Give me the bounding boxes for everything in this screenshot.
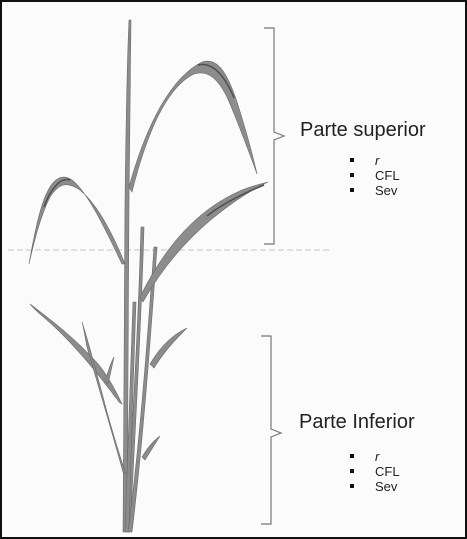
upper-section-list: r CFL Sev <box>375 153 400 198</box>
leaf-upper-right <box>129 61 257 192</box>
list-item: r <box>375 153 400 168</box>
list-item: r <box>375 449 400 464</box>
leaf-mid-right <box>150 328 187 368</box>
leaf-right-long <box>140 182 268 302</box>
list-item: CFL <box>375 464 400 479</box>
list-item: Sev <box>375 183 400 198</box>
bullet-icon <box>350 158 354 162</box>
list-item: CFL <box>375 168 400 183</box>
list-item: Sev <box>375 479 400 494</box>
bullet-icon <box>350 173 354 177</box>
bullet-icon <box>350 484 354 488</box>
bullet-icon <box>350 188 354 192</box>
lower-section-title: Parte Inferior <box>299 411 415 434</box>
bracket-top <box>264 28 284 244</box>
lower-section-list: r CFL Sev <box>375 449 400 494</box>
bracket-bottom <box>261 336 281 524</box>
bullet-icon <box>350 454 354 458</box>
leaf-lower-left <box>30 304 122 404</box>
plant <box>29 20 268 532</box>
leaf-upper-left <box>29 177 125 264</box>
leaf-lower-right <box>142 436 160 460</box>
upper-section-title: Parte superior <box>300 119 426 142</box>
bullet-icon <box>350 469 354 473</box>
